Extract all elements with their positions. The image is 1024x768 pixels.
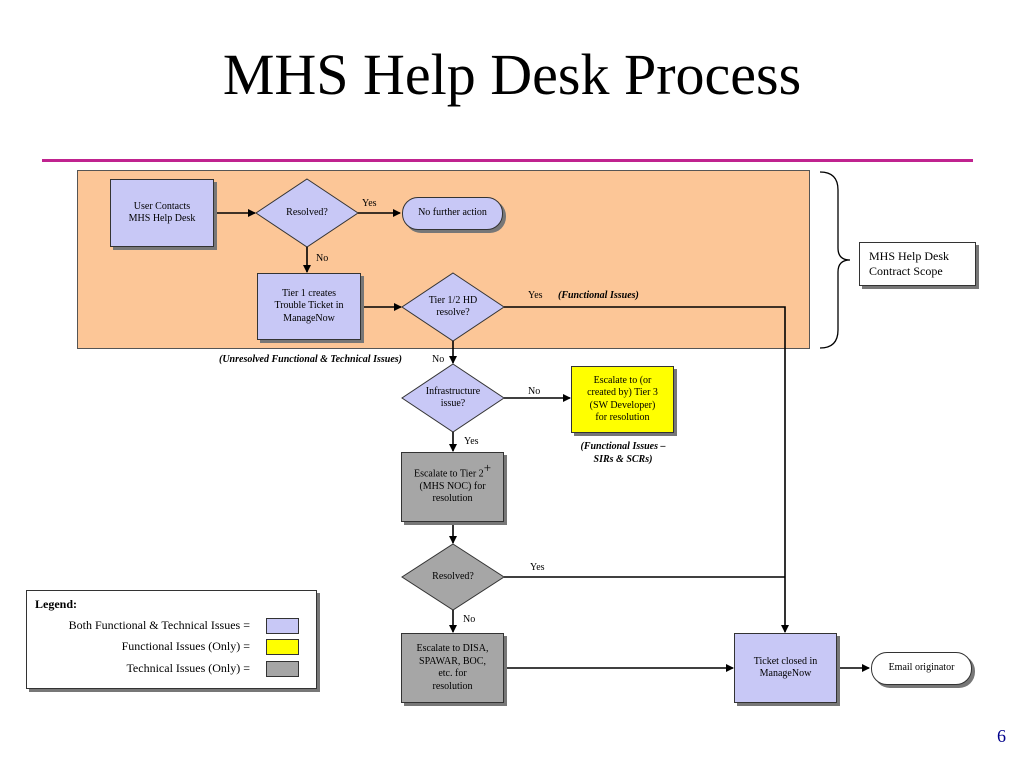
contract-scope-box: MHS Help Desk Contract Scope	[859, 242, 976, 286]
legend-swatch-both	[266, 618, 299, 634]
infrastructure-label: Infrastructure issue?	[425, 385, 481, 410]
edge-label-yes-1: Yes	[362, 198, 377, 209]
tier1-trouble-ticket-box: Tier 1 creates Trouble Ticket in ManageN…	[257, 273, 361, 340]
edge-label-no-1: No	[316, 253, 329, 264]
slide-title: MHS Help Desk Process	[222, 42, 802, 107]
escalate-tier3-box: Escalate to (or created by) Tier 3 (SW D…	[571, 366, 674, 433]
legend-label-functional: Functional Issues (Only) =	[121, 639, 250, 653]
edge-label-functional-issues: (Functional Issues)	[558, 290, 639, 301]
legend-label-both: Both Functional & Technical Issues =	[68, 618, 250, 632]
edge-label-yes-2: Yes	[528, 290, 543, 301]
ticket-closed-box: Ticket closed in ManageNow	[734, 633, 837, 703]
edge-label-yes-4: Yes	[530, 562, 545, 573]
scope-brace	[819, 171, 851, 349]
title-divider	[42, 159, 973, 162]
resolved-1-label: Resolved?	[286, 206, 328, 218]
escalate-disa-box: Escalate to DISA, SPAWAR, BOC, etc. for …	[401, 633, 504, 703]
edge-label-no-3: No	[528, 386, 541, 397]
edge-label-unresolved: (Unresolved Functional & Technical Issue…	[219, 354, 402, 365]
legend-title: Legend:	[35, 597, 77, 611]
escalate-tier2-line1: Escalate to Tier 2+	[413, 460, 492, 480]
email-originator-box: Email originator	[871, 652, 972, 685]
legend-swatch-technical	[266, 661, 299, 677]
edge-label-yes-3: Yes	[464, 436, 479, 447]
edge-tier12-yes	[504, 306, 789, 633]
resolved-2-label: Resolved?	[432, 570, 474, 582]
user-contacts-box: User Contacts MHS Help Desk	[110, 179, 214, 247]
tier12-resolve-label: Tier 1/2 HD resolve?	[428, 294, 478, 319]
edge-label-functional-sirs: (Functional Issues – SIRs & SCRs)	[580, 441, 666, 465]
legend: Legend: Both Functional & Technical Issu…	[26, 590, 317, 689]
edge-label-no-4: No	[463, 614, 476, 625]
no-further-action-box: No further action	[402, 197, 503, 230]
escalate-tier2-box: Escalate to Tier 2+ (MHS NOC) for resolu…	[401, 452, 504, 522]
legend-label-technical: Technical Issues (Only) =	[126, 661, 250, 675]
edge-label-no-2: No	[432, 354, 445, 365]
legend-swatch-functional	[266, 639, 299, 655]
escalate-tier2-line2: (MHS NOC) for resolution	[419, 480, 486, 505]
page-number: 6	[997, 726, 1006, 746]
